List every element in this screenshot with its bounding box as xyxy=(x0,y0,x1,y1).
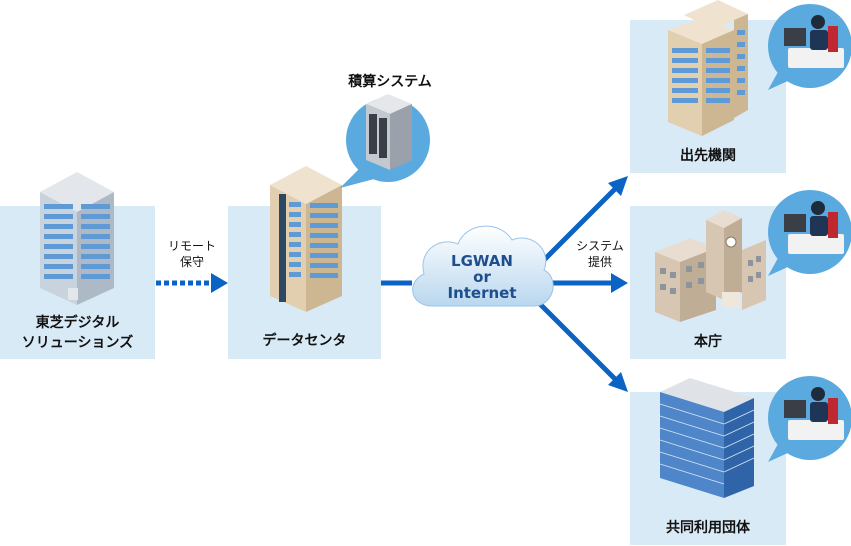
toshiba-label: 東芝デジタル ソリューションズ xyxy=(0,313,155,353)
network-line1: LGWAN xyxy=(451,252,513,270)
arrow-to-head-office xyxy=(550,273,628,293)
shared-user-bubble-icon xyxy=(768,376,851,462)
system-provision-line1: システム xyxy=(576,239,624,253)
system-provision-label: システム 提供 xyxy=(562,238,638,270)
remote-maintenance-label: リモート 保守 xyxy=(156,238,228,270)
arrow-to-shared xyxy=(538,302,628,392)
network-line2: or xyxy=(473,268,491,286)
datacenter-building-icon xyxy=(270,166,342,312)
branch-user-bubble-icon xyxy=(768,4,851,90)
remote-maintenance-arrow xyxy=(156,273,228,293)
datacenter-label: データセンタ xyxy=(262,333,347,349)
arrow-to-branch xyxy=(534,176,628,270)
shared-label: 共同利用団体 xyxy=(666,520,750,536)
toshiba-label-line2: ソリューションズ xyxy=(21,335,134,351)
branch-label: 出先機関 xyxy=(680,148,736,164)
system-provision-line2: 提供 xyxy=(587,255,612,269)
shared-building-icon xyxy=(659,378,755,498)
toshiba-building-icon xyxy=(40,172,114,305)
toshiba-label-line1: 東芝デジタル xyxy=(35,315,120,331)
head-office-user-bubble-icon xyxy=(768,190,851,276)
head-office-label: 本庁 xyxy=(694,334,722,350)
network-cloud-icon xyxy=(412,225,554,307)
network-line3: Internet xyxy=(447,284,517,302)
remote-maintenance-line2: 保守 xyxy=(179,255,204,269)
network-label: LGWAN or Internet xyxy=(432,253,532,301)
branch-building-icon xyxy=(668,0,748,136)
estimation-system-label: 積算システム xyxy=(348,74,432,90)
head-office-building-icon xyxy=(655,210,766,322)
remote-maintenance-line1: リモート xyxy=(167,239,216,253)
estimation-server-bubble xyxy=(340,94,430,188)
